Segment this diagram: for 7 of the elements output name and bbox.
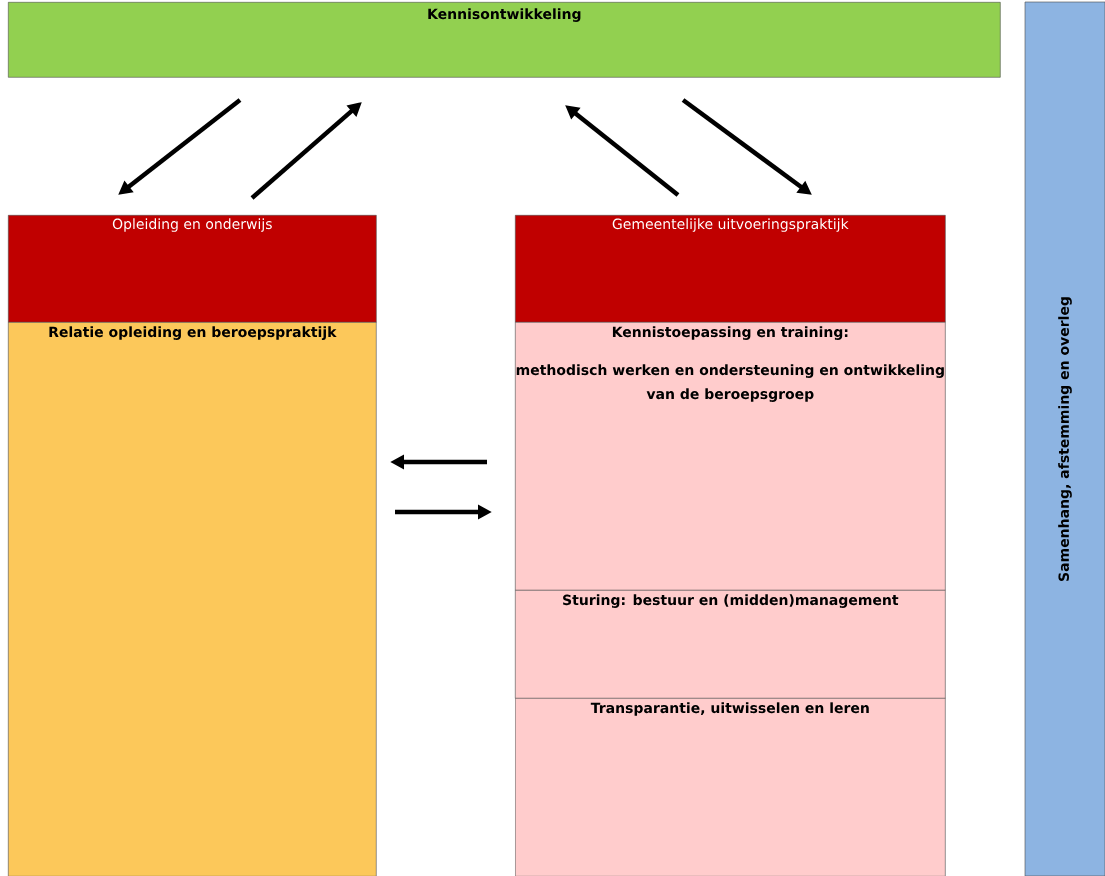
header-box: Opleiding en onderwijs <box>8 215 377 323</box>
title-box: Kennisontwikkeling <box>8 2 1001 78</box>
content-box: Transparantie, uitwisselen en leren <box>515 698 946 876</box>
header-box: Gemeentelijke uitvoeringspraktijk <box>515 215 946 323</box>
content-box: Sturing: bestuur en (midden)management <box>515 590 946 699</box>
content-box: Relatie opleiding en beroepspraktijk <box>8 322 377 876</box>
side-band: Samenhang, afstemming en overleg <box>1024 1 1105 876</box>
